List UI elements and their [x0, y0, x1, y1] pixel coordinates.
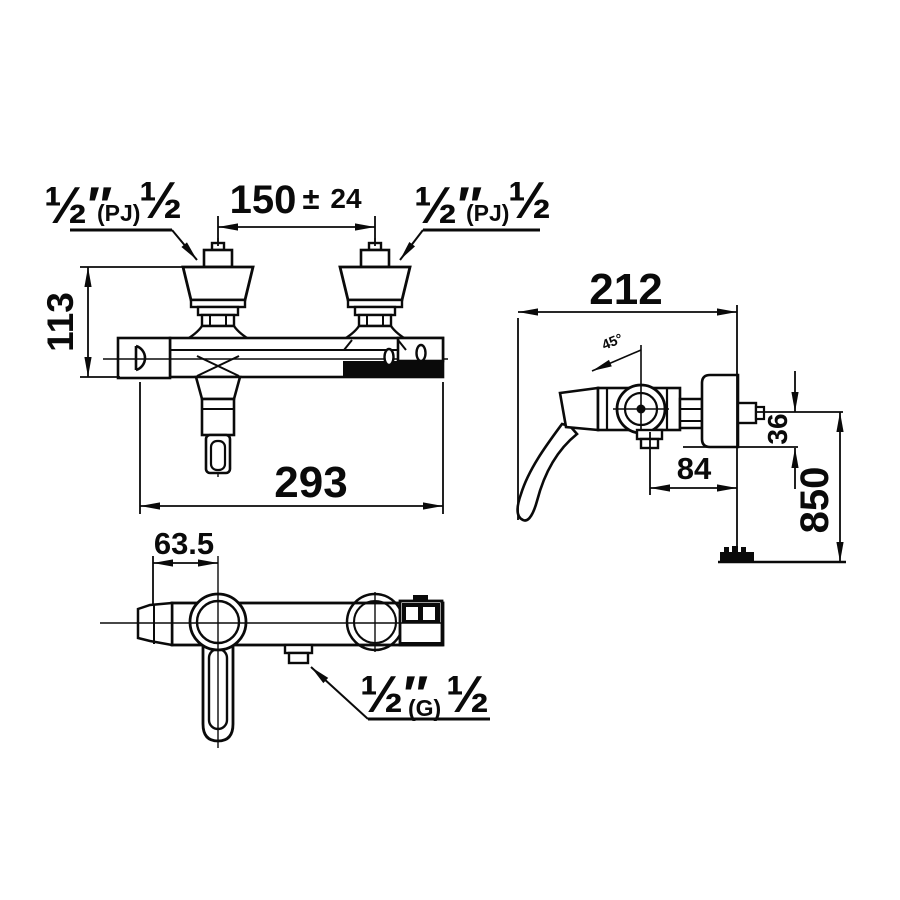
- dim-150-tol-sign: ±: [302, 181, 319, 216]
- spout-barrel: [200, 397, 236, 437]
- screw-slot-right: [415, 343, 427, 363]
- screw-slot-left: [383, 347, 395, 367]
- thread-left-size2: ½: [139, 172, 182, 230]
- thread-right-size: ½″: [414, 177, 482, 235]
- outlet-label-type: (G): [408, 695, 441, 721]
- right-inlet-junction-lines: [343, 339, 407, 351]
- wall-nut-facets: [680, 408, 702, 422]
- inlet-right-nut-facets: [366, 315, 384, 326]
- right-block-window: [406, 607, 418, 620]
- inlet-left-escutcheon: [181, 265, 255, 302]
- wall-pipe-stub: [736, 401, 758, 425]
- dim-150-value: 150: [230, 178, 297, 222]
- thread-left-size: ½″: [44, 177, 112, 235]
- outlet-thread-label: ½″ (G) ½: [310, 666, 490, 724]
- thread-right-leader: [399, 229, 424, 261]
- dim-150-tol-value: 24: [330, 183, 362, 214]
- left-cap-d-detail: [134, 344, 147, 372]
- floor-marker-tooth: [741, 547, 746, 553]
- spout-neck: [194, 375, 242, 401]
- bottom-view: 63.5 ½″ (G) ½: [100, 526, 490, 748]
- handle-lever: [516, 422, 579, 522]
- thread-right-type: (PJ): [466, 200, 509, 226]
- inlet-right-nipple: [359, 248, 391, 269]
- body-dark-band: [343, 361, 443, 377]
- dim-293-label: 293: [274, 458, 347, 507]
- inlet-right-nut: [357, 313, 393, 328]
- thread-left-leader: [171, 229, 198, 261]
- outlet-label-leader: [310, 666, 369, 720]
- thread-left-type: (PJ): [97, 200, 140, 226]
- wall-pipe-stub-end: [754, 405, 766, 421]
- inlet-left-nipple: [202, 248, 234, 269]
- inlet-left-nut-facets: [209, 315, 227, 326]
- dim-36-label: 36: [762, 413, 793, 444]
- dim-84-label: 84: [677, 451, 712, 486]
- outlet-nut: [283, 643, 314, 655]
- spout-aerator: [209, 439, 227, 472]
- inlet-left-collar: [196, 305, 240, 317]
- inlet-right-collar: [353, 305, 397, 317]
- right-block-bump: [413, 595, 428, 602]
- thread-right-size2: ½: [508, 172, 551, 230]
- handle-hub: [558, 386, 600, 432]
- front-view: 113 150 ± 24 293 ½″ (PJ) ½ ½″ (PJ) ½: [40, 172, 551, 514]
- floor-marker-tooth: [724, 547, 729, 553]
- thread-label-left: ½″ (PJ) ½: [44, 172, 198, 261]
- outlet-label-size: ½″: [360, 666, 428, 724]
- side-view: 45° 212 84 36 850: [516, 265, 846, 564]
- dim-113-label: 113: [40, 292, 81, 352]
- floor-marker-tooth: [732, 546, 738, 553]
- outlet-nut-end: [287, 651, 310, 665]
- floor-marker-block: [720, 552, 754, 563]
- wall-nut: [678, 397, 704, 430]
- right-block-window: [423, 607, 435, 620]
- dim-635-label: 63.5: [154, 526, 214, 561]
- inlet-left-nut: [200, 313, 236, 328]
- inlet-right-escutcheon: [338, 265, 412, 302]
- thread-label-right: ½″ (PJ) ½: [399, 172, 551, 261]
- tee-junction-cross: [196, 355, 240, 392]
- floor-marker-icon: [720, 546, 754, 563]
- dim-212-label: 212: [589, 265, 662, 314]
- outlet-label-size2: ½: [446, 666, 489, 724]
- dim-850-label: 850: [793, 467, 837, 534]
- handle-angle-label: 45°: [599, 330, 625, 353]
- handle-angle-leader: [591, 349, 642, 372]
- wall-escutcheon: [700, 373, 740, 449]
